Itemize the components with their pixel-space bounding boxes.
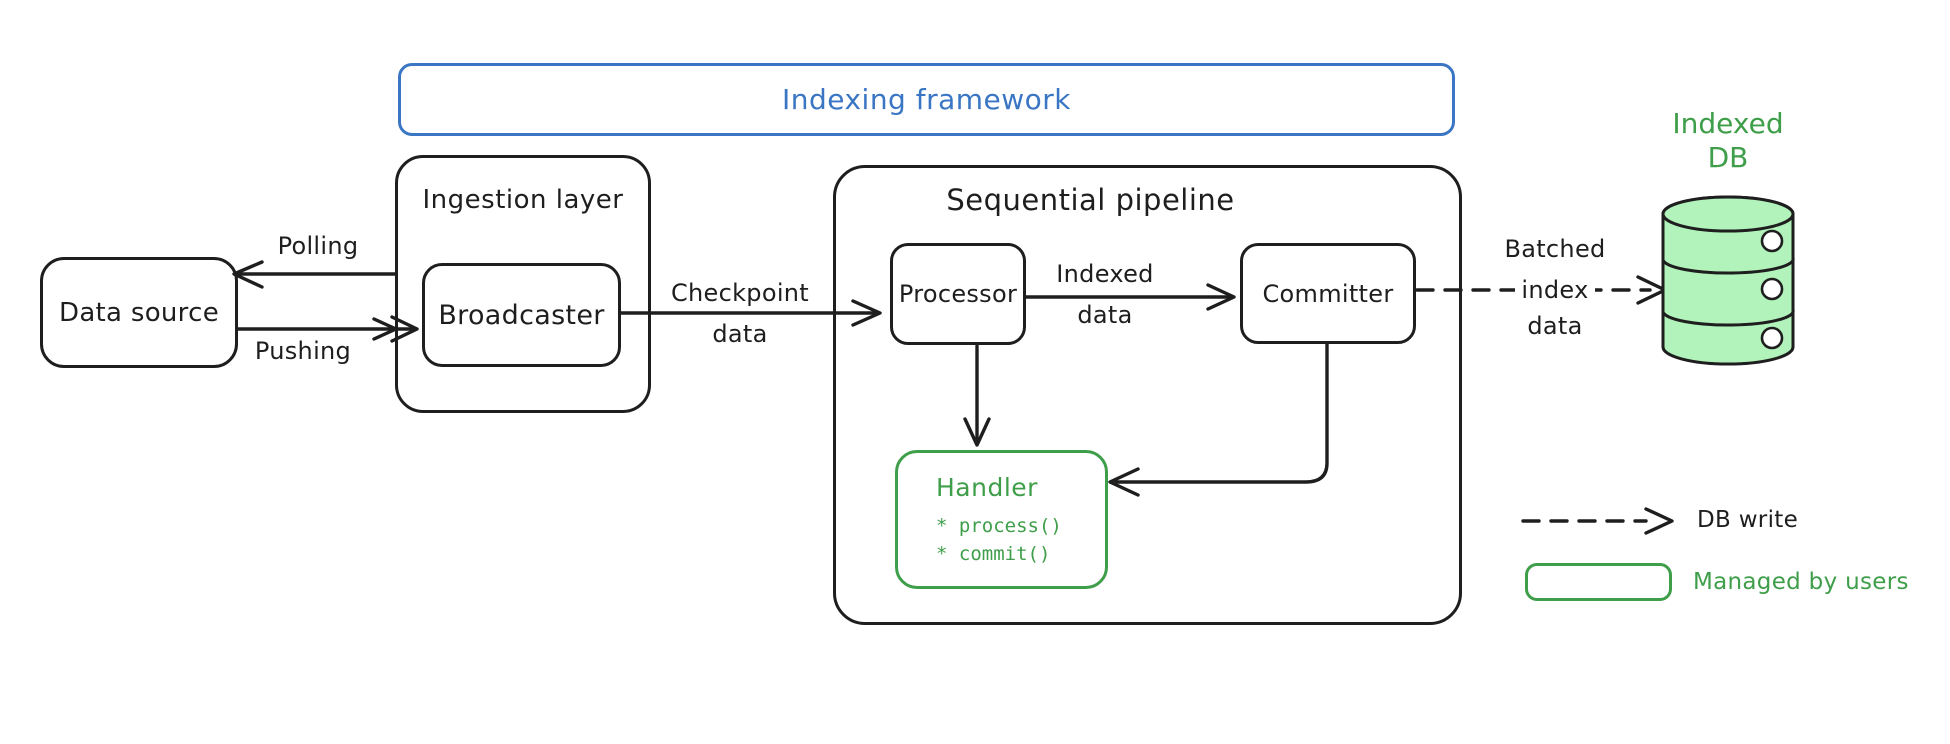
polling-label: Polling — [277, 232, 359, 260]
batched-label-line3: data — [1527, 312, 1583, 340]
checkpoint-label-line1: Checkpoint — [670, 279, 810, 307]
indexed-label-line1: Indexed — [1056, 260, 1154, 288]
committer-node: Committer — [1240, 243, 1416, 344]
handler-method-process: * process() — [936, 515, 1062, 537]
checkpoint-label-line2: data — [712, 320, 768, 348]
pushing-label: Pushing — [254, 337, 352, 365]
handler-method-commit: * commit() — [936, 543, 1051, 565]
batched-label-line2: index — [1479, 276, 1631, 304]
legend-managed-box-icon — [1525, 563, 1672, 601]
committer-label: Committer — [1262, 279, 1394, 308]
indexed-data-arrow — [1024, 283, 1236, 311]
broadcaster-label: Broadcaster — [438, 299, 605, 331]
indexed-db-label-line1: Indexed — [1672, 107, 1784, 140]
legend-db-write-arrow — [1521, 507, 1674, 535]
legend-db-write-label: DB write — [1697, 507, 1799, 533]
indexed-db-label-line2: DB — [1707, 141, 1749, 174]
handler-label: Handler — [936, 473, 1038, 502]
processor-node: Processor — [890, 243, 1026, 345]
processor-to-handler-arrow — [963, 344, 991, 447]
sequential-pipeline-label: Sequential pipeline — [946, 183, 1235, 217]
db-cylinder-icon — [1661, 195, 1795, 366]
batched-label-line2-text: index — [1515, 276, 1595, 304]
legend-managed-label: Managed by users — [1693, 569, 1909, 595]
ingestion-layer-container: Ingestion layer — [395, 155, 651, 413]
handler-node: Handler * process() * commit() — [895, 450, 1108, 589]
indexed-label-line2: data — [1077, 301, 1133, 329]
indexing-framework-title: Indexing framework — [781, 83, 1072, 116]
committer-to-handler-arrow — [1108, 342, 1329, 497]
indexing-framework-frame: Indexing framework — [398, 63, 1455, 136]
data-source-label: Data source — [59, 297, 219, 328]
processor-label: Processor — [898, 280, 1018, 308]
broadcaster-node: Broadcaster — [422, 263, 621, 367]
batched-label-line1: Batched — [1504, 235, 1606, 263]
data-source-node: Data source — [40, 257, 238, 368]
indexed-db-label: Indexed DB — [1650, 107, 1806, 175]
ingestion-layer-label: Ingestion layer — [422, 185, 624, 215]
sequential-pipeline-container — [833, 165, 1462, 625]
